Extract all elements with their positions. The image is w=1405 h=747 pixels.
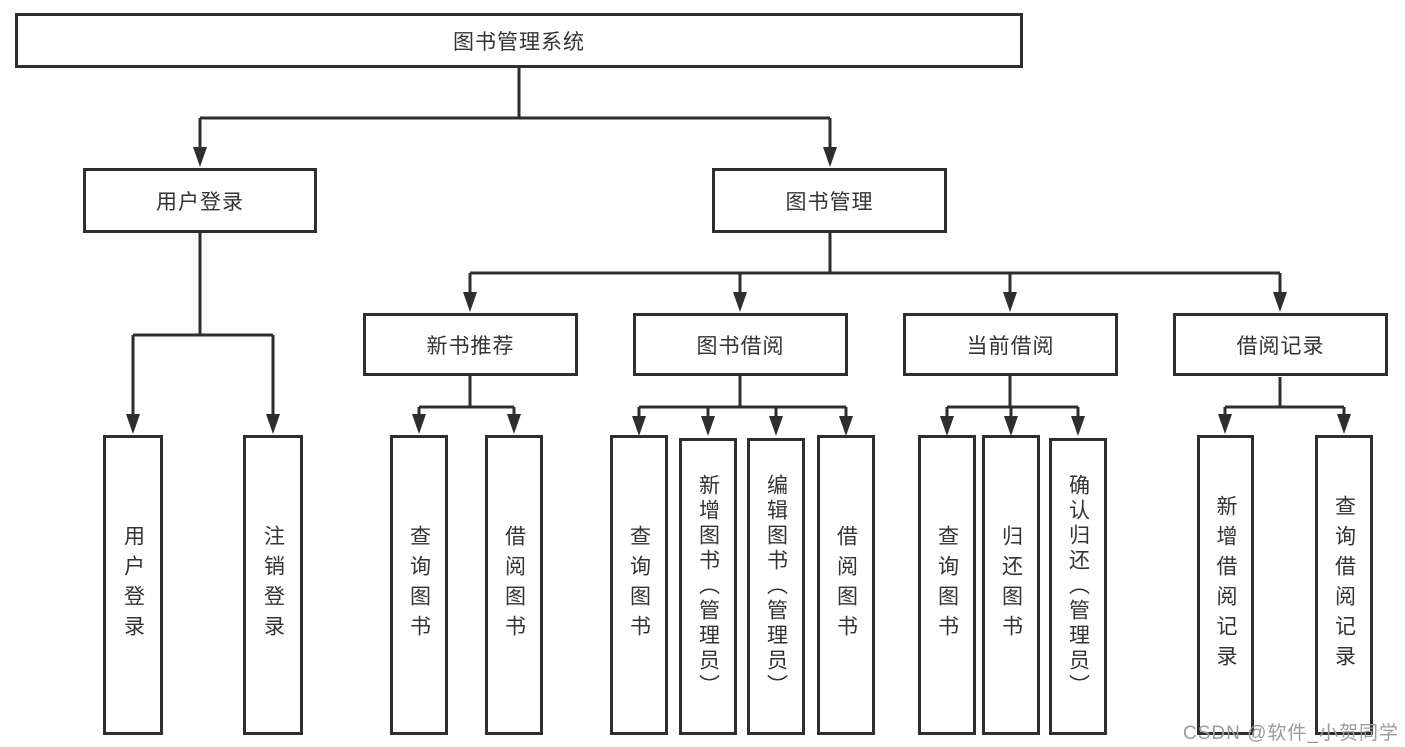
leaf-user-login: 用户登录: [103, 435, 163, 735]
leaf-query-borrow-record: 查询借阅记录: [1315, 435, 1373, 735]
csdn-watermark: CSDN @软件_小贺同学: [1183, 723, 1399, 744]
leaf-confirm-return-admin-label: 确认归还（管理员）: [1066, 474, 1090, 699]
node-new-book-recommend: 新书推荐: [363, 313, 578, 376]
connectors-user-login: [131, 233, 275, 420]
node-root: 图书管理系统: [15, 13, 1023, 68]
leaf-query-books-recommend-label: 查询图书: [407, 525, 431, 645]
leaf-query-books-borrowing: 查询图书: [610, 435, 668, 735]
leaf-query-books-borrowing-label: 查询图书: [627, 525, 651, 645]
connectors-borrowing-records: [1223, 377, 1346, 420]
leaf-borrow-books-borrowing: 借阅图书: [817, 435, 875, 735]
leaf-add-borrow-record: 新增借阅记录: [1197, 435, 1254, 735]
node-current-borrowing: 当前借阅: [903, 313, 1118, 376]
node-borrowing-records-label: 借阅记录: [1236, 334, 1325, 358]
node-book-borrowing: 图书借阅: [633, 313, 848, 376]
leaf-logout-label: 注销登录: [261, 525, 285, 645]
node-book-management: 图书管理: [712, 168, 947, 233]
connectors-new-book-recommend: [417, 376, 516, 420]
leaf-user-login-label: 用户登录: [121, 525, 145, 645]
leaf-logout: 注销登录: [243, 435, 303, 735]
leaf-query-books-current: 查询图书: [918, 435, 976, 735]
leaf-query-books-current-label: 查询图书: [935, 525, 959, 645]
leaf-borrow-books-borrowing-label: 借阅图书: [834, 525, 858, 645]
leaf-add-borrow-record-label: 新增借阅记录: [1214, 495, 1237, 675]
connectors-current-borrowing: [945, 376, 1080, 422]
leaf-edit-books-admin: 编辑图书（管理员）: [747, 438, 805, 735]
leaf-add-books-admin: 新增图书（管理员）: [679, 438, 737, 735]
node-current-borrowing-label: 当前借阅: [966, 334, 1055, 358]
connectors-book-management: [468, 233, 1282, 298]
arrowheads: [126, 147, 1351, 436]
node-book-management-label: 图书管理: [785, 190, 874, 214]
connectors-root: [198, 68, 832, 152]
node-root-label: 图书管理系统: [453, 30, 585, 54]
node-borrowing-records: 借阅记录: [1173, 313, 1388, 376]
node-user-login: 用户登录: [83, 168, 317, 233]
leaf-edit-books-admin-label: 编辑图书（管理员）: [764, 474, 788, 699]
connectors-book-borrowing: [637, 376, 848, 422]
leaf-query-books-recommend: 查询图书: [390, 435, 448, 735]
node-new-book-recommend-label: 新书推荐: [426, 334, 515, 358]
leaf-return-books: 归还图书: [982, 435, 1040, 735]
leaf-return-books-label: 归还图书: [999, 525, 1023, 645]
leaf-confirm-return-admin: 确认归还（管理员）: [1049, 438, 1107, 735]
node-book-borrowing-label: 图书借阅: [696, 334, 785, 358]
leaf-query-borrow-record-label: 查询借阅记录: [1332, 495, 1356, 675]
leaf-borrow-books-recommend-label: 借阅图书: [502, 525, 526, 645]
leaf-borrow-books-recommend: 借阅图书: [485, 435, 543, 735]
node-user-login-label: 用户登录: [156, 190, 244, 214]
leaf-add-books-admin-label: 新增图书（管理员）: [696, 474, 720, 699]
